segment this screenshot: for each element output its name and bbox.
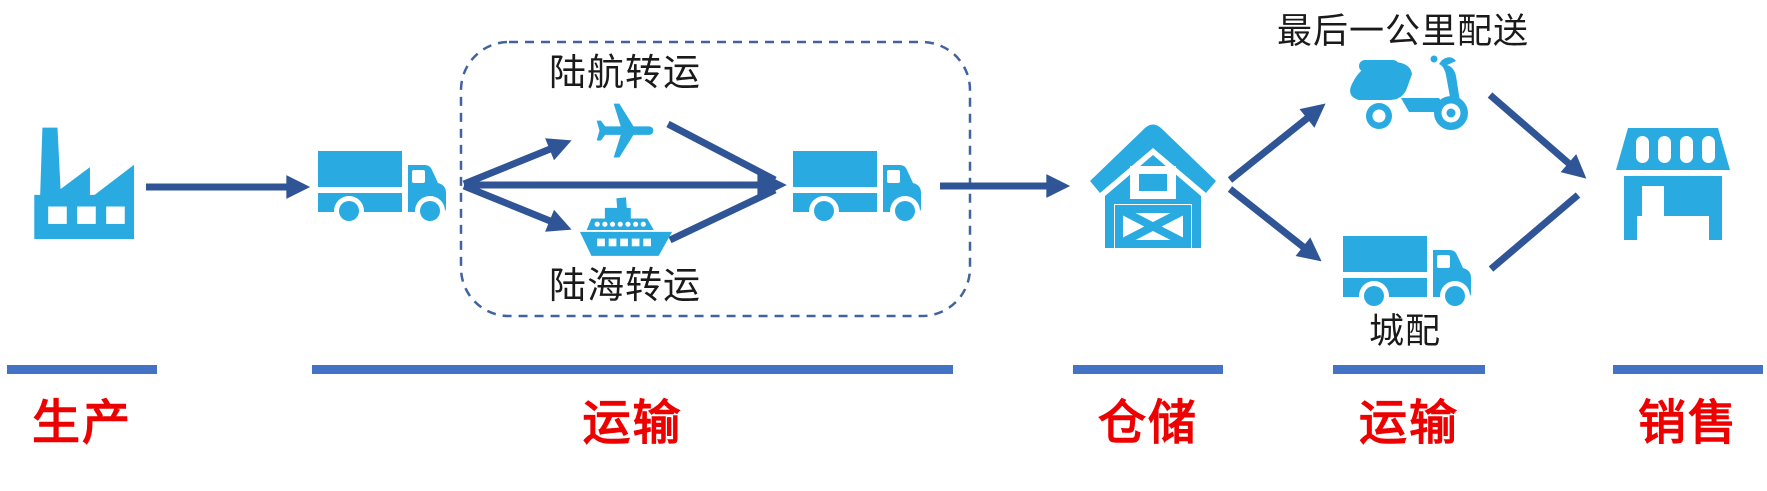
stage-label-production: 生产 <box>31 397 132 450</box>
sea-transfer-label: 陆海转运 <box>549 265 701 306</box>
barn-warehouse-icon <box>1083 124 1223 248</box>
truck-icon <box>318 143 464 228</box>
truck-icon <box>793 143 939 228</box>
last-mile-delivery-label: 最后一公里配送 <box>1276 12 1529 51</box>
stage-bar-transport-1 <box>312 365 953 374</box>
city-delivery-label: 城配 <box>1368 312 1441 351</box>
stage-label-warehousing: 仓储 <box>1097 397 1198 450</box>
stage-bar-sales <box>1613 365 1763 374</box>
stage-bar-transport-2 <box>1333 365 1485 374</box>
delivery-scooter-icon <box>1345 54 1485 132</box>
arrow-warehouse-to-scooter <box>1227 103 1326 183</box>
line-ship-to-truck <box>668 186 777 244</box>
arrow-warehouse-to-city-truck <box>1227 186 1322 262</box>
arrow-scooter-to-store <box>1487 92 1587 179</box>
stage-label-sales: 销售 <box>1637 397 1738 450</box>
stage-label-transport-2: 运输 <box>1358 397 1459 450</box>
air-transfer-label: 陆航转运 <box>549 52 701 93</box>
ship-icon <box>578 196 674 262</box>
stage-label-transport-1: 运输 <box>582 397 683 450</box>
storefront-icon <box>1612 128 1734 242</box>
arrow-truck-to-airplane <box>462 138 572 188</box>
stage-bar-warehousing <box>1073 365 1223 374</box>
truck-icon <box>1343 228 1489 313</box>
multimodal-transfer-dashed-box <box>459 40 972 318</box>
stage-bar-production <box>7 365 157 374</box>
arrow-truck-to-ship <box>462 182 572 232</box>
line-city-truck-to-store <box>1488 192 1581 272</box>
airplane-icon <box>578 98 672 166</box>
line-airplane-to-truck <box>666 120 777 184</box>
factory-icon <box>25 122 141 240</box>
